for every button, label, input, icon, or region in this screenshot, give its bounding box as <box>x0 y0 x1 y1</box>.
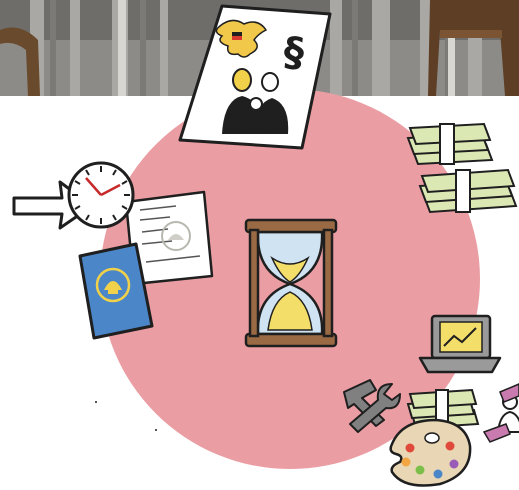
palette-icon <box>391 420 470 486</box>
money-stack-icon <box>420 170 516 212</box>
person-icon <box>484 384 519 442</box>
money-stack-icon <box>408 124 492 164</box>
legal-document-icon: § <box>180 6 330 148</box>
clock-icon <box>69 163 133 227</box>
laptop-chart-icon <box>420 316 500 372</box>
